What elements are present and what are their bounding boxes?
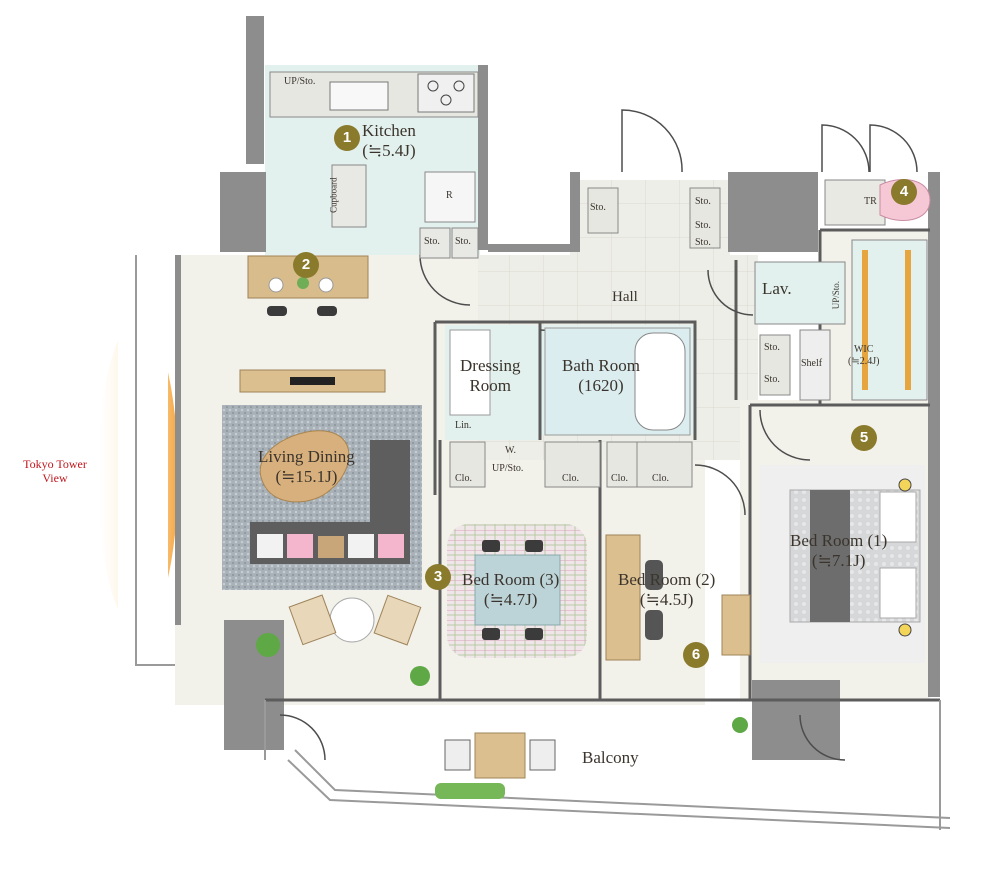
label-sto-lav-1: Sto. xyxy=(764,342,780,353)
room-number-bedroom1: 5 xyxy=(851,425,877,451)
balcony xyxy=(135,255,951,830)
bedroom1-name: Bed Room (1) xyxy=(790,531,888,550)
bedroom1-area: (≒7.1J) xyxy=(811,550,866,570)
closets xyxy=(449,187,791,488)
room-number-toilet: 4 xyxy=(891,179,917,205)
room-number-bedroom3: 3 xyxy=(425,564,451,590)
room-label-bedroom3: Bed Room (3) (≒4.7J) xyxy=(462,570,559,609)
living-furniture xyxy=(222,369,748,733)
view-line1: Tokyo Tower xyxy=(23,457,87,471)
label-clo-4: Clo. xyxy=(652,473,669,484)
room-label-dressing: Dressing Room xyxy=(460,356,520,395)
label-up-sto-kitchen: UP/Sto. xyxy=(284,76,316,87)
label-sto-kitchen-2: Sto. xyxy=(455,236,471,247)
room-label-bath: Bath Room (1620) xyxy=(562,356,640,395)
living-area: (≒15.1J) xyxy=(275,466,338,486)
bath-fixtures xyxy=(449,327,691,436)
label-sto-hall-4: Sto. xyxy=(695,237,711,248)
bedroom2-name: Bed Room (2) xyxy=(618,570,716,589)
label-cupboard: Cupboard xyxy=(328,177,339,213)
bedroom3-furniture xyxy=(447,524,587,658)
room-label-lav: Lav. xyxy=(762,279,792,298)
interior-walls xyxy=(265,228,940,702)
bedroom1-bed xyxy=(760,465,925,663)
label-sto-hall-3: Sto. xyxy=(695,220,711,231)
room-label-kitchen: Kitchen (≒5.4J) xyxy=(362,121,416,160)
label-clo-1: Clo. xyxy=(455,473,472,484)
label-sto-lav-2: Sto. xyxy=(764,374,780,385)
bedroom2-furniture xyxy=(605,534,751,661)
room-label-bedroom1: Bed Room (1) (≒7.1J) xyxy=(790,531,887,570)
room-label-living: Living Dining (≒15.1J) xyxy=(258,447,355,486)
label-up-sto-dressing: UP/Sto. xyxy=(492,463,524,474)
label-tr: TR xyxy=(864,196,877,207)
kitchen-fixtures xyxy=(269,71,479,259)
view-line2: View xyxy=(42,471,68,486)
bath-name: Bath Room xyxy=(562,356,640,375)
label-shelf: Shelf xyxy=(801,358,823,369)
walls xyxy=(175,16,940,760)
living-name: Living Dining xyxy=(258,447,355,466)
dressing-name-2: Room xyxy=(469,375,511,395)
room-label-bedroom2: Bed Room (2) (≒4.5J) xyxy=(618,570,715,609)
balcony-furniture xyxy=(435,732,556,799)
label-w: W. xyxy=(505,445,517,456)
label-clo-2: Clo. xyxy=(562,473,579,484)
label-clo-3: Clo. xyxy=(611,473,628,484)
kitchen-area: (≒5.4J) xyxy=(362,140,416,160)
doors xyxy=(279,109,918,761)
bedroom3-name: Bed Room (3) xyxy=(462,570,560,589)
lav-wic xyxy=(754,239,928,401)
wic-name: WIC xyxy=(853,344,874,355)
room-label-balcony: Balcony xyxy=(582,748,639,767)
bedroom2-area: (≒4.5J) xyxy=(639,589,694,609)
room-number-dining-counter: 2 xyxy=(293,252,319,278)
room-label-wic: WIC (≒2.4J) xyxy=(848,344,879,367)
kitchen-name: Kitchen xyxy=(362,121,416,140)
room-label-hall: Hall xyxy=(612,289,638,305)
label-sto-kitchen-1: Sto. xyxy=(424,236,440,247)
room-number-kitchen: 1 xyxy=(334,125,360,151)
label-up-sto-lav: UP/Sto. xyxy=(830,281,841,310)
bedroom3-area: (≒4.7J) xyxy=(483,589,538,609)
label-lin: Lin. xyxy=(455,420,472,431)
label-sto-hall-2: Sto. xyxy=(695,196,711,207)
dressing-name-1: Dressing xyxy=(460,356,521,375)
view-glow xyxy=(98,300,178,650)
room-number-bedroom2: 6 xyxy=(683,642,709,668)
label-fridge: R xyxy=(446,190,453,201)
label-sto-hall-1: Sto. xyxy=(590,202,606,213)
bath-size: (1620) xyxy=(578,375,624,395)
wic-area: (≒2.4J) xyxy=(848,355,880,367)
view-label: Tokyo Tower View xyxy=(14,457,96,486)
